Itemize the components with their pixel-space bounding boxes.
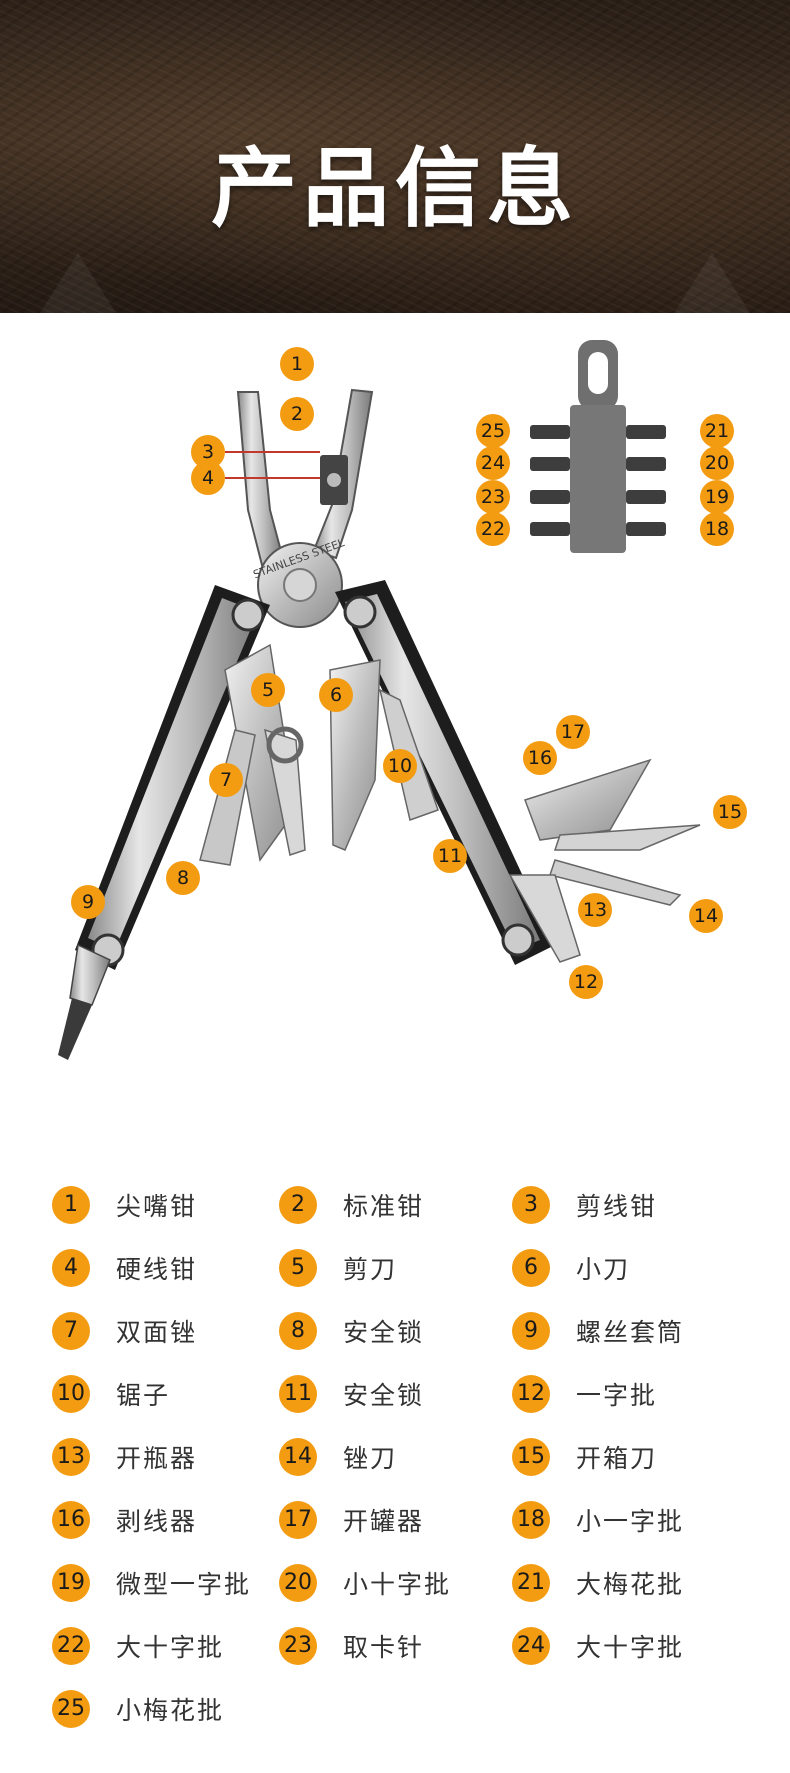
- marker-19: 19: [700, 480, 734, 514]
- marker-18: 18: [700, 512, 734, 546]
- marker-1: 1: [280, 347, 314, 381]
- fan-tools: [508, 758, 701, 963]
- marker-23: 23: [476, 480, 510, 514]
- page-title: 产品信息: [211, 139, 579, 239]
- bit-holder: [530, 340, 666, 553]
- marker-4: 4: [191, 461, 225, 495]
- marker-16: 16: [523, 741, 557, 775]
- marker-2: 2: [280, 397, 314, 431]
- marker-9: 9: [71, 885, 105, 919]
- marker-15: 15: [713, 795, 747, 829]
- marker-7: 7: [209, 763, 243, 797]
- marker-10: 10: [383, 749, 417, 783]
- marker-21: 21: [700, 414, 734, 448]
- marker-20: 20: [700, 446, 734, 480]
- screw-socket: [58, 943, 111, 1060]
- marker-13: 13: [578, 893, 612, 927]
- marker-17: 17: [556, 715, 590, 749]
- marker-22: 22: [476, 512, 510, 546]
- multitool-illustration: STAINLESS STEEL: [0, 330, 790, 1130]
- pliers-jaws: STAINLESS STEEL: [225, 388, 374, 628]
- marker-12: 12: [569, 965, 603, 999]
- marker-25: 25: [476, 414, 510, 448]
- marker-14: 14: [689, 899, 723, 933]
- decorative-arrow-left: [40, 253, 116, 313]
- marker-8: 8: [166, 861, 200, 895]
- header-banner: 产品信息: [0, 0, 790, 313]
- marker-5: 5: [251, 673, 285, 707]
- marker-24: 24: [476, 446, 510, 480]
- marker-11: 11: [433, 839, 467, 873]
- marker-6: 6: [319, 678, 353, 712]
- right-handle: [335, 580, 555, 965]
- multitool-drawing: STAINLESS STEEL: [58, 340, 701, 1060]
- decorative-arrow-right: [674, 253, 750, 313]
